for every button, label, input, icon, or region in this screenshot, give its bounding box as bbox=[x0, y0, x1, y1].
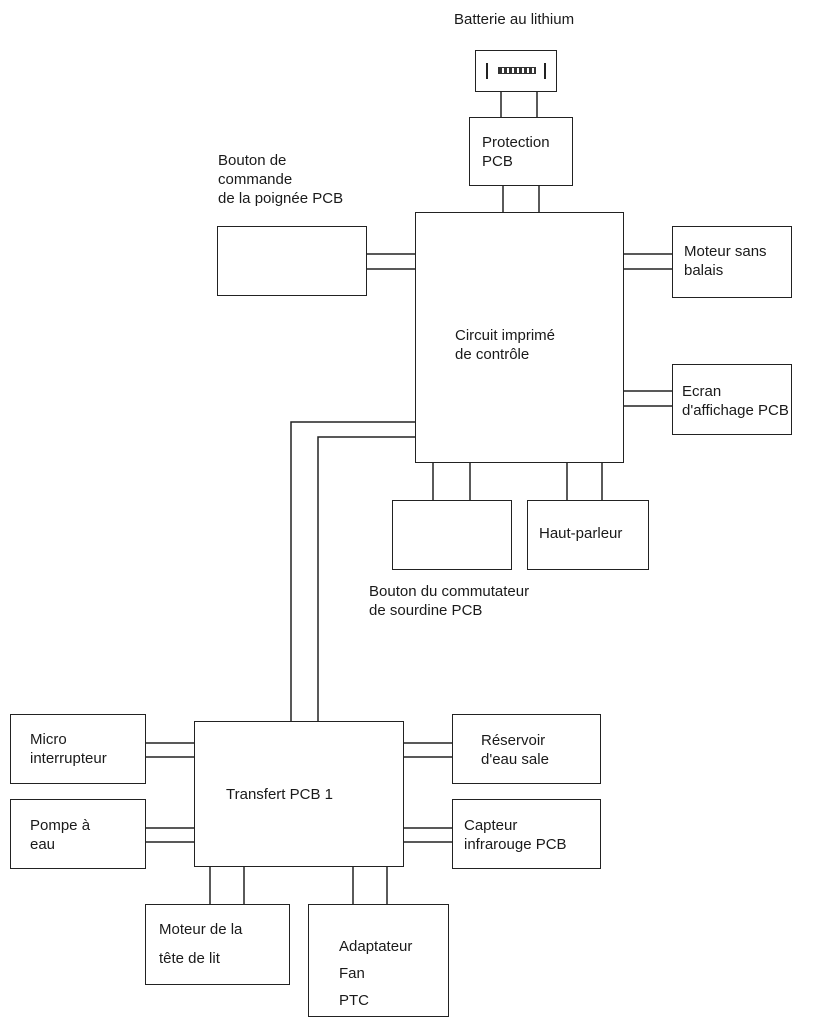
brushless-motor-box bbox=[672, 226, 792, 298]
display-pcb-label: Ecran d'affichage PCB bbox=[682, 383, 789, 419]
brush-motor-box bbox=[145, 904, 290, 985]
micro-switch-box bbox=[10, 714, 146, 784]
battery-terminal-left bbox=[486, 63, 488, 79]
display-pcb-box bbox=[672, 364, 792, 435]
water-pump-box bbox=[10, 799, 146, 869]
dirty-water-tank-label: Réservoir d'eau sale bbox=[481, 732, 549, 768]
micro-switch-label: Micro interrupteur bbox=[30, 731, 107, 767]
battery-cells bbox=[498, 67, 536, 74]
ir-sensor-box bbox=[452, 799, 601, 869]
mute-button-label: Bouton du commutateur de sourdine PCB bbox=[369, 583, 530, 619]
water-pump-label: Pompe à eau bbox=[30, 817, 91, 853]
battery-icon bbox=[475, 50, 557, 92]
brush-motor-label: Moteur de la tête de lit bbox=[159, 921, 243, 967]
protection-pcb-label: Protection PCB bbox=[482, 134, 550, 170]
adapter-fan-ptc-box bbox=[308, 904, 449, 1017]
handle-button-label: Bouton de commande de la poignée PCB bbox=[218, 152, 344, 207]
adapter-fan-ptc-label: Adaptateur Fan PTC bbox=[339, 938, 413, 1009]
mute-button-box bbox=[392, 500, 512, 570]
ir-sensor-label: Capteur infrarouge PCB bbox=[464, 817, 567, 853]
battery-label: Batterie au lithium bbox=[454, 11, 575, 28]
brushless-motor-label: Moteur sans balais bbox=[684, 243, 767, 279]
control-board-box bbox=[415, 212, 624, 463]
battery-terminal-right bbox=[544, 63, 546, 79]
transfer-pcb-box bbox=[194, 721, 404, 867]
handle-button-box bbox=[217, 226, 367, 296]
dirty-water-tank-box bbox=[452, 714, 601, 784]
protection-pcb-box bbox=[469, 117, 573, 186]
transfer-pcb-label: Transfert PCB 1 bbox=[226, 786, 333, 803]
speaker-label: Haut-parleur bbox=[539, 525, 623, 542]
speaker-box bbox=[527, 500, 649, 570]
control-board-label: Circuit imprimé de contrôle bbox=[455, 327, 556, 363]
